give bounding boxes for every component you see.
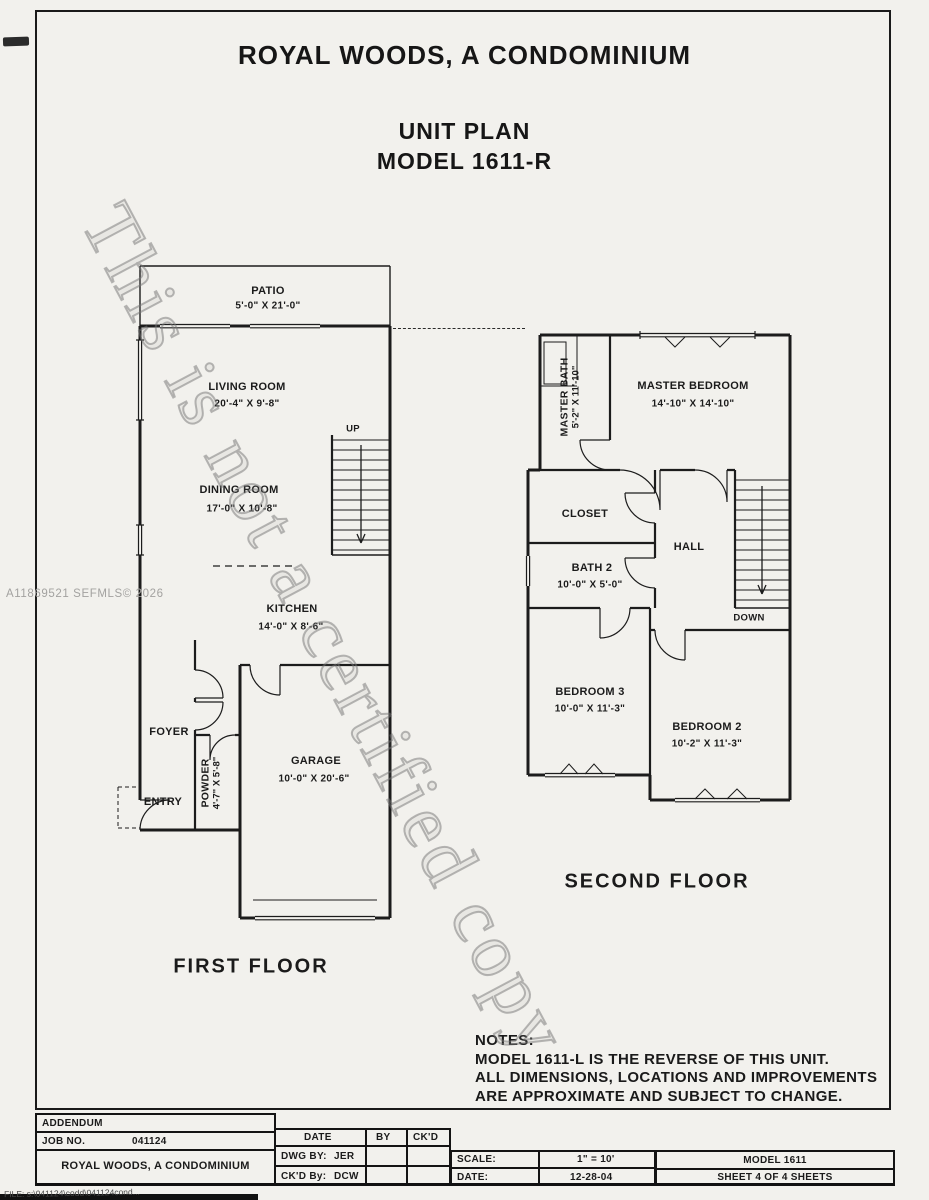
first-floor-walls [138, 265, 392, 920]
bath2-dims: 10'-0" X 5'-0" [557, 579, 623, 591]
master-bath-label: MASTER BATH 5'-2" X 11'-10" [559, 358, 582, 437]
stairs-down-label: DOWN [733, 612, 765, 624]
kitchen-dims: 14'-0" X 8'-6" [258, 621, 324, 633]
powder-room-label: POWDER 4'-7" X 5'-8" [200, 757, 223, 810]
col-ckd-header: CK'D [413, 1132, 439, 1143]
bedroom3-dims: 10'-0" X 11'-3" [554, 703, 626, 715]
col-date-header: DATE [304, 1132, 332, 1143]
page-title: ROYAL WOODS, A CONDOMINIUM [237, 40, 692, 70]
second-floor-walls [526, 333, 792, 802]
date-label: DATE: [457, 1172, 489, 1183]
powder-name: POWDER [199, 758, 212, 808]
patio-label: PATIO [251, 285, 285, 297]
date-value: 12-28-04 [570, 1172, 613, 1183]
title-block-left: ADDENDUM JOB NO. 041124 ROYAL WOODS, A C… [35, 1113, 276, 1185]
stairs-up-label: UP [346, 423, 360, 435]
entry-label: ENTRY [143, 796, 183, 808]
scale-value: 1" = 10' [577, 1154, 615, 1165]
notes-line-2: ALL DIMENSIONS, LOCATIONS AND IMPROVEMEN… [475, 1069, 878, 1086]
first-floor-dashed-details [117, 565, 292, 829]
column-divider [406, 1130, 408, 1183]
ckd-by-label: CK'D By: [281, 1171, 327, 1182]
master-bedroom-dims: 14'-10" X 14'-10" [651, 398, 735, 410]
master-bedroom-label: MASTER BEDROOM [637, 380, 749, 392]
master-bath-dims: 5'-2" X 11'-10" [570, 365, 582, 429]
bedroom2-dims: 10'-2" X 11'-3" [671, 738, 743, 750]
alignment-dashed-line [393, 328, 525, 329]
mls-stamp: A11869521 SEFMLS© 2026 [6, 588, 164, 600]
scale-label: SCALE: [457, 1154, 497, 1165]
notes-line-3: ARE APPROXIMATE AND SUBJECT TO CHANGE. [475, 1087, 843, 1105]
job-no-label: JOB NO. [42, 1136, 86, 1147]
second-floor-doors [579, 439, 728, 661]
foyer-label: FOYER [149, 726, 189, 738]
title-block-middle: DATE BY CK'D DWG BY: JER CK'D By: DCW [274, 1128, 451, 1185]
dining-room-label: DINING ROOM [199, 484, 279, 496]
notes-heading: NOTES: [475, 1032, 535, 1049]
closet-label: CLOSET [561, 508, 609, 520]
first-floor-windows [136, 323, 377, 921]
scan-edge-bottom-left [0, 1194, 258, 1200]
title-block-scale: SCALE: 1" = 10' DATE: 12-28-04 [450, 1150, 656, 1185]
garage-dims: 10'-0" X 20'-6" [278, 773, 350, 785]
garage-label: GARAGE [290, 755, 342, 767]
bath2-label: BATH 2 [571, 562, 613, 574]
title-block-bottom-border [35, 1183, 895, 1186]
job-no-value: 041124 [132, 1136, 167, 1147]
title-block-model: MODEL 1611 SHEET 4 OF 4 SHEETS [655, 1150, 895, 1185]
second-floor-title: SECOND FLOOR [564, 870, 750, 893]
column-divider [365, 1130, 367, 1183]
second-floor-windows [525, 331, 760, 803]
first-floor-title: FIRST FLOOR [173, 955, 329, 978]
unit-plan-subtitle: UNIT PLAN [398, 118, 531, 144]
dwg-by-label: DWG BY: [281, 1151, 327, 1162]
master-bath-fixtures [540, 335, 578, 387]
hall-label: HALL [673, 541, 705, 553]
ckd-by-value: DCW [334, 1171, 359, 1182]
second-floor-plan-drawing [525, 331, 792, 803]
model-number: MODEL 1611 [743, 1155, 807, 1166]
project-name: ROYAL WOODS, A CONDOMINIUM [61, 1160, 250, 1172]
drawing-border-frame [35, 10, 891, 1110]
bedroom2-label: BEDROOM 2 [672, 721, 742, 733]
dining-room-dims: 17'-0" X 10'-8" [206, 503, 278, 515]
dwg-by-value: JER [334, 1151, 355, 1162]
col-by-header: BY [376, 1132, 391, 1143]
living-room-dims: 20'-4" X 9'-8" [214, 398, 280, 410]
master-bath-name: MASTER BATH [558, 357, 571, 437]
sheet-number: SHEET 4 OF 4 SHEETS [717, 1172, 833, 1183]
first-floor-stairs [332, 439, 390, 556]
notes-line-1: MODEL 1611-L IS THE REVERSE OF THIS UNIT… [475, 1050, 830, 1068]
model-subtitle: MODEL 1611-R [376, 148, 553, 174]
addendum-label: ADDENDUM [42, 1118, 103, 1129]
notes-block: NOTES: MODEL 1611-L IS THE REVERSE OF TH… [475, 1032, 877, 1106]
living-room-label: LIVING ROOM [208, 381, 286, 393]
first-floor-doors [139, 664, 281, 831]
kitchen-label: KITCHEN [266, 603, 318, 615]
second-floor-stairs [735, 479, 790, 609]
patio-dims: 5'-0" X 21'-0" [235, 300, 301, 312]
bedroom3-label: BEDROOM 3 [555, 686, 625, 698]
powder-dims: 4'-7" X 5'-8" [211, 756, 223, 810]
first-floor-plan-drawing [117, 265, 392, 921]
